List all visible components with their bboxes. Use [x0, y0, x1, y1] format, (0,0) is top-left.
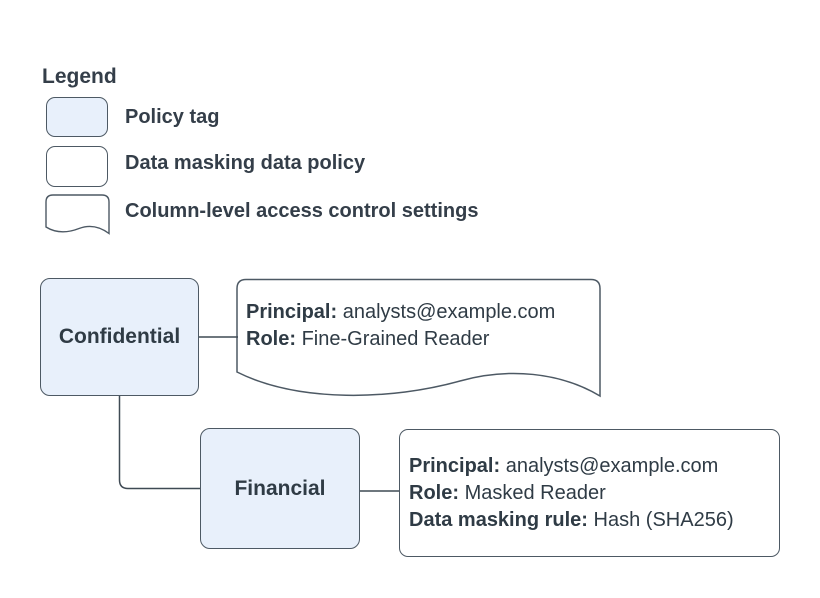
legend-title: Legend [42, 65, 117, 88]
legend-swatch-policy-tag [46, 97, 108, 137]
policy-tag-financial: Financial [200, 428, 360, 549]
masking-policy-box: Principal:analysts@example.com Role:Mask… [399, 429, 780, 557]
masking-principal-label: Principal: [409, 454, 501, 477]
masking-principal-line: Principal:analysts@example.com [409, 453, 779, 480]
access-control-settings-text: Principal:analysts@example.com Role:Fine… [246, 299, 555, 353]
masking-rule-value: Hash (SHA256) [593, 508, 734, 531]
masking-role-line: Role:Masked Reader [409, 480, 779, 507]
access-principal-line: Principal:analysts@example.com [246, 299, 555, 326]
legend-item-label-masking-policy: Data masking data policy [125, 152, 366, 174]
masking-role-label: Role: [409, 481, 459, 504]
access-role-label: Role: [246, 328, 296, 350]
access-role-line: Role:Fine-Grained Reader [246, 326, 555, 353]
column-access-shape [236, 278, 601, 398]
masking-role-value: Masked Reader [464, 481, 606, 504]
masking-rule-line: Data masking rule:Hash (SHA256) [409, 507, 779, 534]
access-principal-value: analysts@example.com [342, 301, 556, 323]
connector-confidential-to-financial [118, 395, 201, 490]
legend-item-label-policy-tag: Policy tag [125, 106, 220, 128]
access-principal-label: Principal: [246, 301, 338, 323]
legend-item-label-column-access: Column-level access control settings [125, 200, 479, 222]
masking-principal-value: analysts@example.com [505, 454, 719, 477]
access-role-value: Fine-Grained Reader [301, 328, 490, 350]
legend-swatch-masking-policy [46, 146, 108, 187]
masking-rule-label: Data masking rule: [409, 508, 588, 531]
legend-swatch-column-access [45, 194, 110, 235]
policy-tag-confidential: Confidential [40, 278, 199, 396]
